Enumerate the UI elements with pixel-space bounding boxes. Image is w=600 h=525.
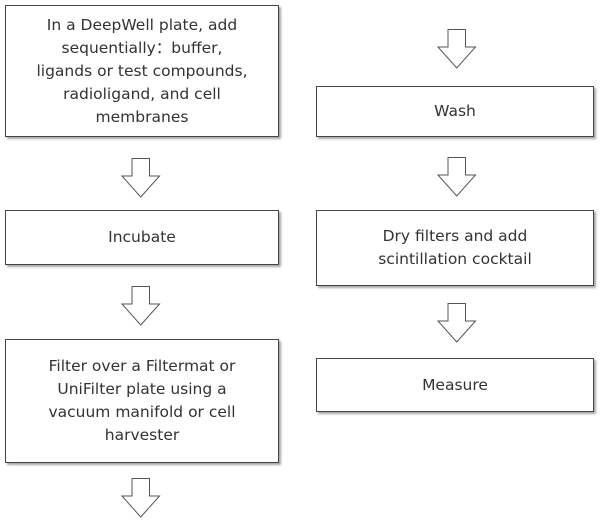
down-arrow-icon	[437, 157, 477, 197]
down-arrow-icon	[437, 29, 477, 69]
down-arrow-icon	[121, 158, 161, 198]
step-measure: Measure	[316, 358, 594, 412]
step-dry-filters: Dry filters and add scintillation cockta…	[316, 210, 594, 286]
step-incubate: Incubate	[5, 210, 279, 265]
down-arrow-icon	[121, 478, 161, 518]
down-arrow-icon	[121, 286, 161, 326]
down-arrow-icon	[437, 303, 477, 343]
step-wash: Wash	[316, 86, 594, 137]
step-add-reagents: In a DeepWell plate, add sequentially：bu…	[5, 5, 279, 137]
step-filter: Filter over a Filtermat or UniFilter pla…	[5, 339, 279, 463]
